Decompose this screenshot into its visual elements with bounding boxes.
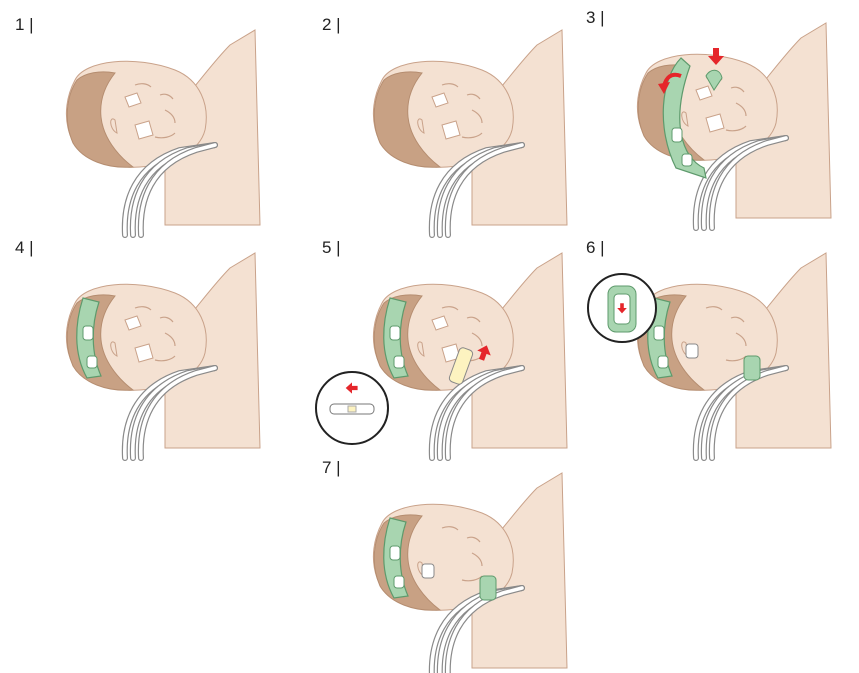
tube-holder bbox=[744, 356, 760, 380]
detail-inset bbox=[316, 372, 388, 444]
step-illustration bbox=[322, 458, 582, 668]
step-5-panel: 5 | bbox=[322, 238, 592, 453]
illustration-group bbox=[588, 253, 831, 458]
band-clip-icon bbox=[394, 576, 404, 588]
illustration-group bbox=[373, 30, 567, 235]
step-illustration bbox=[322, 238, 582, 448]
step-illustration bbox=[586, 8, 846, 218]
illustration-group bbox=[66, 30, 260, 235]
step-7-panel: 7 | bbox=[322, 458, 592, 673]
step-3-panel: 3 | bbox=[586, 8, 856, 223]
step-1-panel: 1 | bbox=[15, 15, 285, 230]
step-illustration bbox=[15, 15, 275, 225]
band-clip-icon bbox=[83, 326, 93, 340]
band-clip-icon bbox=[672, 128, 682, 142]
tube-holder bbox=[480, 576, 496, 600]
step-illustration bbox=[586, 238, 846, 448]
band-clip-icon bbox=[658, 356, 668, 368]
band-clip-icon bbox=[87, 356, 97, 368]
detail-inset bbox=[588, 274, 656, 342]
step-illustration bbox=[322, 15, 582, 225]
step-4-panel: 4 | bbox=[15, 238, 285, 453]
step-2-panel: 2 | bbox=[322, 15, 592, 230]
tube-clip-icon bbox=[422, 564, 434, 578]
illustration-group bbox=[66, 253, 260, 458]
band-clip-icon bbox=[682, 154, 692, 166]
step-illustration bbox=[15, 238, 275, 448]
illustration-group bbox=[316, 253, 567, 458]
band-clip-icon bbox=[394, 356, 404, 368]
illustration-group bbox=[373, 473, 567, 673]
step-6-panel: 6 | bbox=[586, 238, 856, 453]
illustration-group bbox=[637, 23, 831, 228]
band-clip-icon bbox=[654, 326, 664, 340]
band-clip-icon bbox=[390, 326, 400, 340]
tube-clip-icon bbox=[686, 344, 698, 358]
band-clip-icon bbox=[390, 546, 400, 560]
